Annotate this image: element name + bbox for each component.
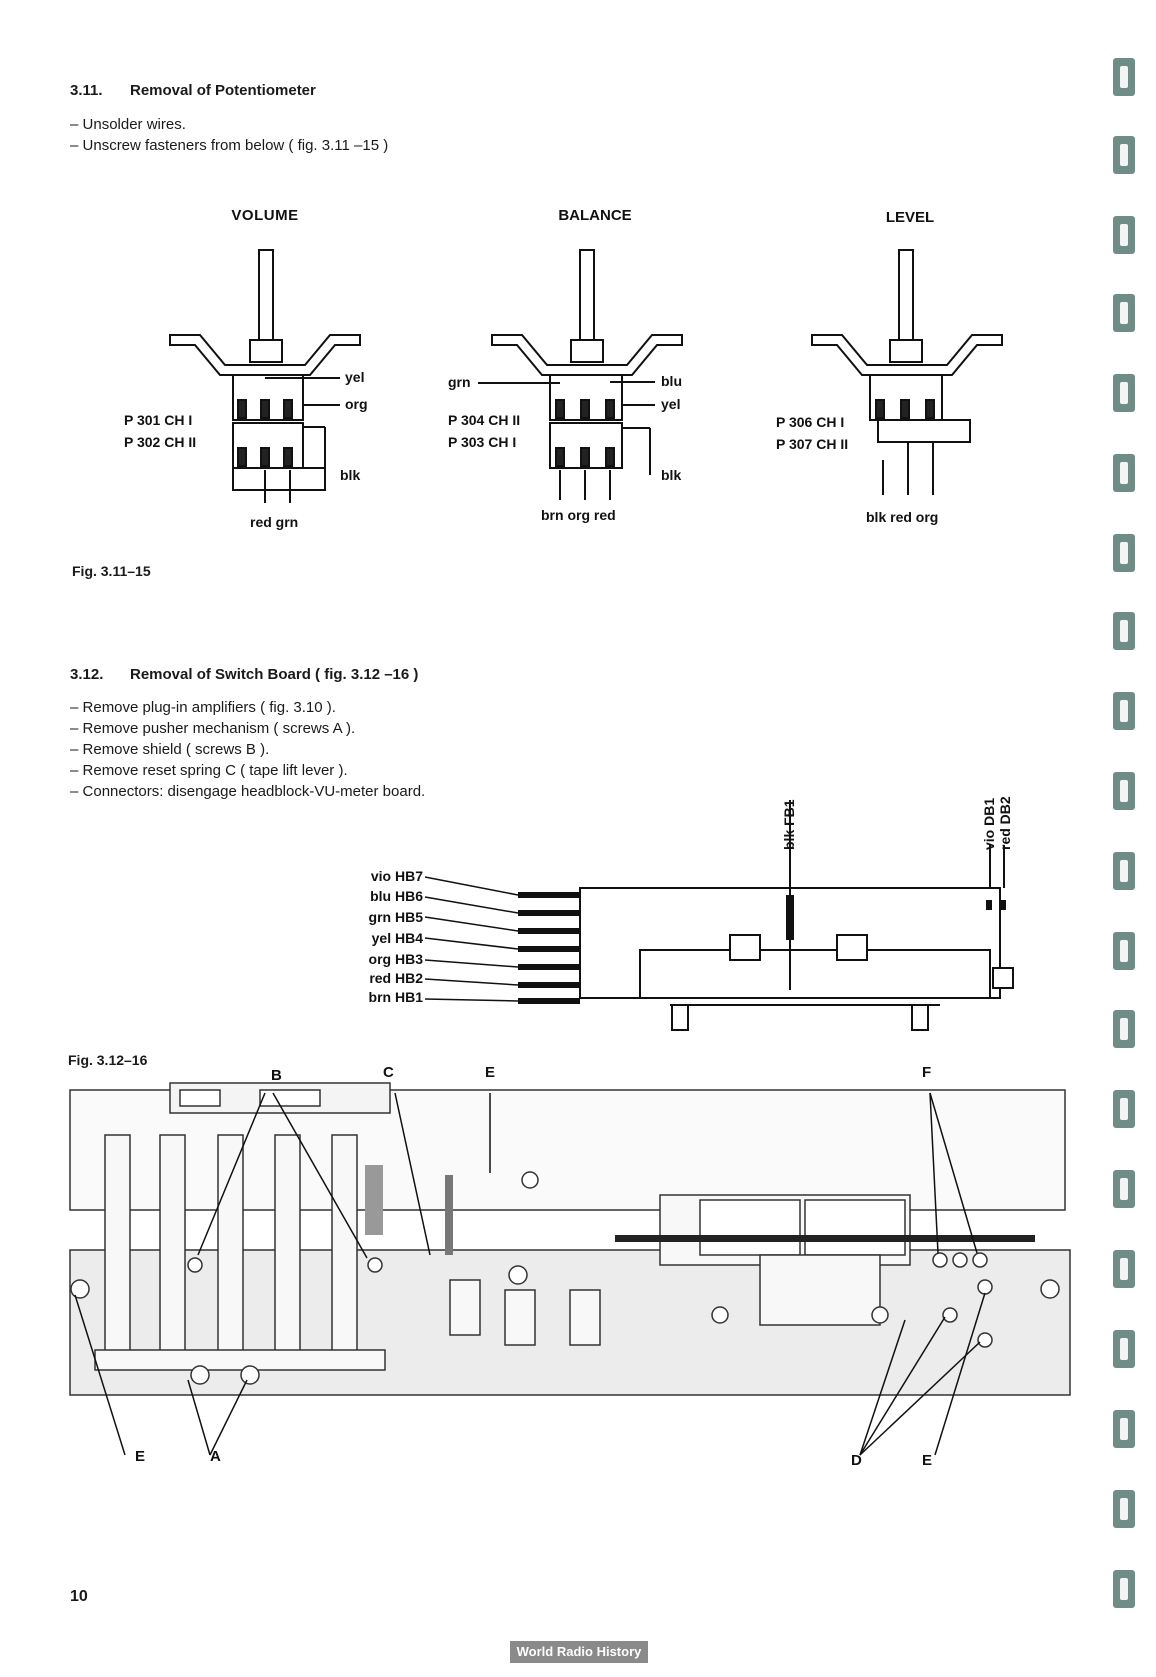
section-311-number: 3.11. — [70, 82, 103, 99]
callout-c: C — [383, 1064, 394, 1081]
volume-bottom-wires: red grn — [250, 514, 298, 530]
section-311-heading: 3.11. Removal of Potentiometer — [70, 82, 316, 99]
label-vio-db1: vio DB1 — [981, 798, 997, 850]
edge-tab — [1113, 294, 1135, 332]
section-312-title: Removal of Switch Board ( fig. 3.12 –16 … — [130, 666, 419, 683]
connector-label-hb4: yel HB4 — [372, 930, 424, 946]
balance-title: BALANCE — [558, 207, 631, 224]
section-312-heading: 3.12. Removal of Switch Board ( fig. 3.12… — [70, 666, 418, 683]
edge-tab — [1113, 58, 1135, 96]
level-potentiometer: LEVEL — [811, 209, 1003, 495]
callout-f: F — [922, 1064, 931, 1081]
edge-tab — [1113, 1570, 1135, 1608]
connector-label-hb2: red HB2 — [369, 970, 423, 986]
world-radio-history-badge: World Radio History — [510, 1641, 648, 1663]
section-312-number: 3.12. — [70, 666, 104, 683]
edge-tab — [1113, 1410, 1135, 1448]
balance-wire-grn: grn — [448, 374, 471, 390]
edge-tab — [1113, 1250, 1135, 1288]
level-bottom-wires: blk red org — [866, 509, 938, 525]
edge-tab — [1113, 692, 1135, 730]
edge-tab — [1113, 374, 1135, 412]
volume-potentiometer: VOLUME — [169, 207, 361, 503]
edge-tab — [1113, 612, 1135, 650]
balance-wire-blu: blu — [661, 373, 682, 389]
callout-a: A — [210, 1448, 221, 1465]
edge-tab — [1113, 1490, 1135, 1528]
edge-tab — [1113, 216, 1135, 254]
volume-wire-blk: blk — [340, 467, 360, 483]
section-311-steps: Unsolder wires. Unscrew fasteners from b… — [70, 114, 389, 156]
figure-311-caption: Fig. 3.11–15 — [72, 563, 151, 579]
level-label-p307: P 307 CH II — [776, 436, 848, 452]
volume-label-p302: P 302 CH II — [124, 434, 196, 450]
level-label-p306: P 306 CH I — [776, 414, 844, 430]
callout-e-left: E — [135, 1448, 145, 1465]
page-number: 10 — [70, 1588, 88, 1605]
step-item: Remove pusher mechanism ( screws A ). — [70, 718, 425, 739]
balance-label-p304: P 304 CH II — [448, 412, 520, 428]
edge-tab — [1113, 136, 1135, 174]
switch-board-figure: B C E F E A D E — [69, 1064, 1071, 1469]
step-item: Unsolder wires. — [70, 114, 388, 135]
edge-tab — [1113, 454, 1135, 492]
volume-wire-yel: yel — [345, 369, 364, 385]
label-blk-fb1: blk FB1 — [781, 799, 797, 850]
connector-label-hb6: blu HB6 — [370, 888, 423, 904]
connector-label-hb1: brn HB1 — [369, 989, 424, 1005]
step-item: Remove shield ( screws B ). — [70, 739, 425, 760]
figure-312-caption: Fig. 3.12–16 — [68, 1052, 148, 1068]
section-312-steps: Remove plug-in amplifiers ( fig. 3.10 ).… — [70, 697, 426, 802]
callout-d: D — [851, 1452, 862, 1469]
step-item: Remove reset spring C ( tape lift lever … — [70, 760, 425, 781]
section-311-title: Removal of Potentiometer — [130, 82, 316, 99]
step-item: Connectors: disengage headblock-VU-meter… — [70, 781, 426, 802]
volume-wire-org: org — [345, 396, 368, 412]
callout-b: B — [271, 1067, 282, 1084]
callout-e-top: E — [485, 1064, 495, 1081]
balance-potentiometer: BALANCE — [478, 207, 683, 500]
connector-board-diagram: vio HB7 blu HB6 grn HB5 yel HB4 org HB3 … — [369, 796, 1014, 1031]
balance-bottom-wires: brn org red — [541, 507, 616, 523]
edge-tab — [1113, 772, 1135, 810]
edge-tab — [1113, 1090, 1135, 1128]
edge-tab — [1113, 1330, 1135, 1368]
potentiometer-figure: VOLUME yel org blk P 301 CH I P 302 CH I… — [124, 207, 1003, 530]
balance-wire-yel: yel — [661, 396, 680, 412]
volume-label-p301: P 301 CH I — [124, 412, 192, 428]
edge-tab — [1113, 1170, 1135, 1208]
callout-e-right: E — [922, 1452, 932, 1469]
edge-tab — [1113, 534, 1135, 572]
edge-tab — [1113, 852, 1135, 890]
step-item: Remove plug-in amplifiers ( fig. 3.10 ). — [70, 697, 425, 718]
label-red-db2: red DB2 — [997, 796, 1013, 850]
connector-label-hb3: org HB3 — [369, 951, 424, 967]
edge-tab — [1113, 932, 1135, 970]
volume-title: VOLUME — [231, 207, 298, 224]
level-title: LEVEL — [886, 209, 934, 226]
connector-label-hb7: vio HB7 — [371, 868, 423, 884]
step-item: Unscrew fasteners from below ( fig. 3.11… — [70, 135, 389, 156]
connector-label-hb5: grn HB5 — [369, 909, 424, 925]
balance-label-p303: P 303 CH I — [448, 434, 516, 450]
edge-tab — [1113, 1010, 1135, 1048]
balance-wire-blk: blk — [661, 467, 681, 483]
